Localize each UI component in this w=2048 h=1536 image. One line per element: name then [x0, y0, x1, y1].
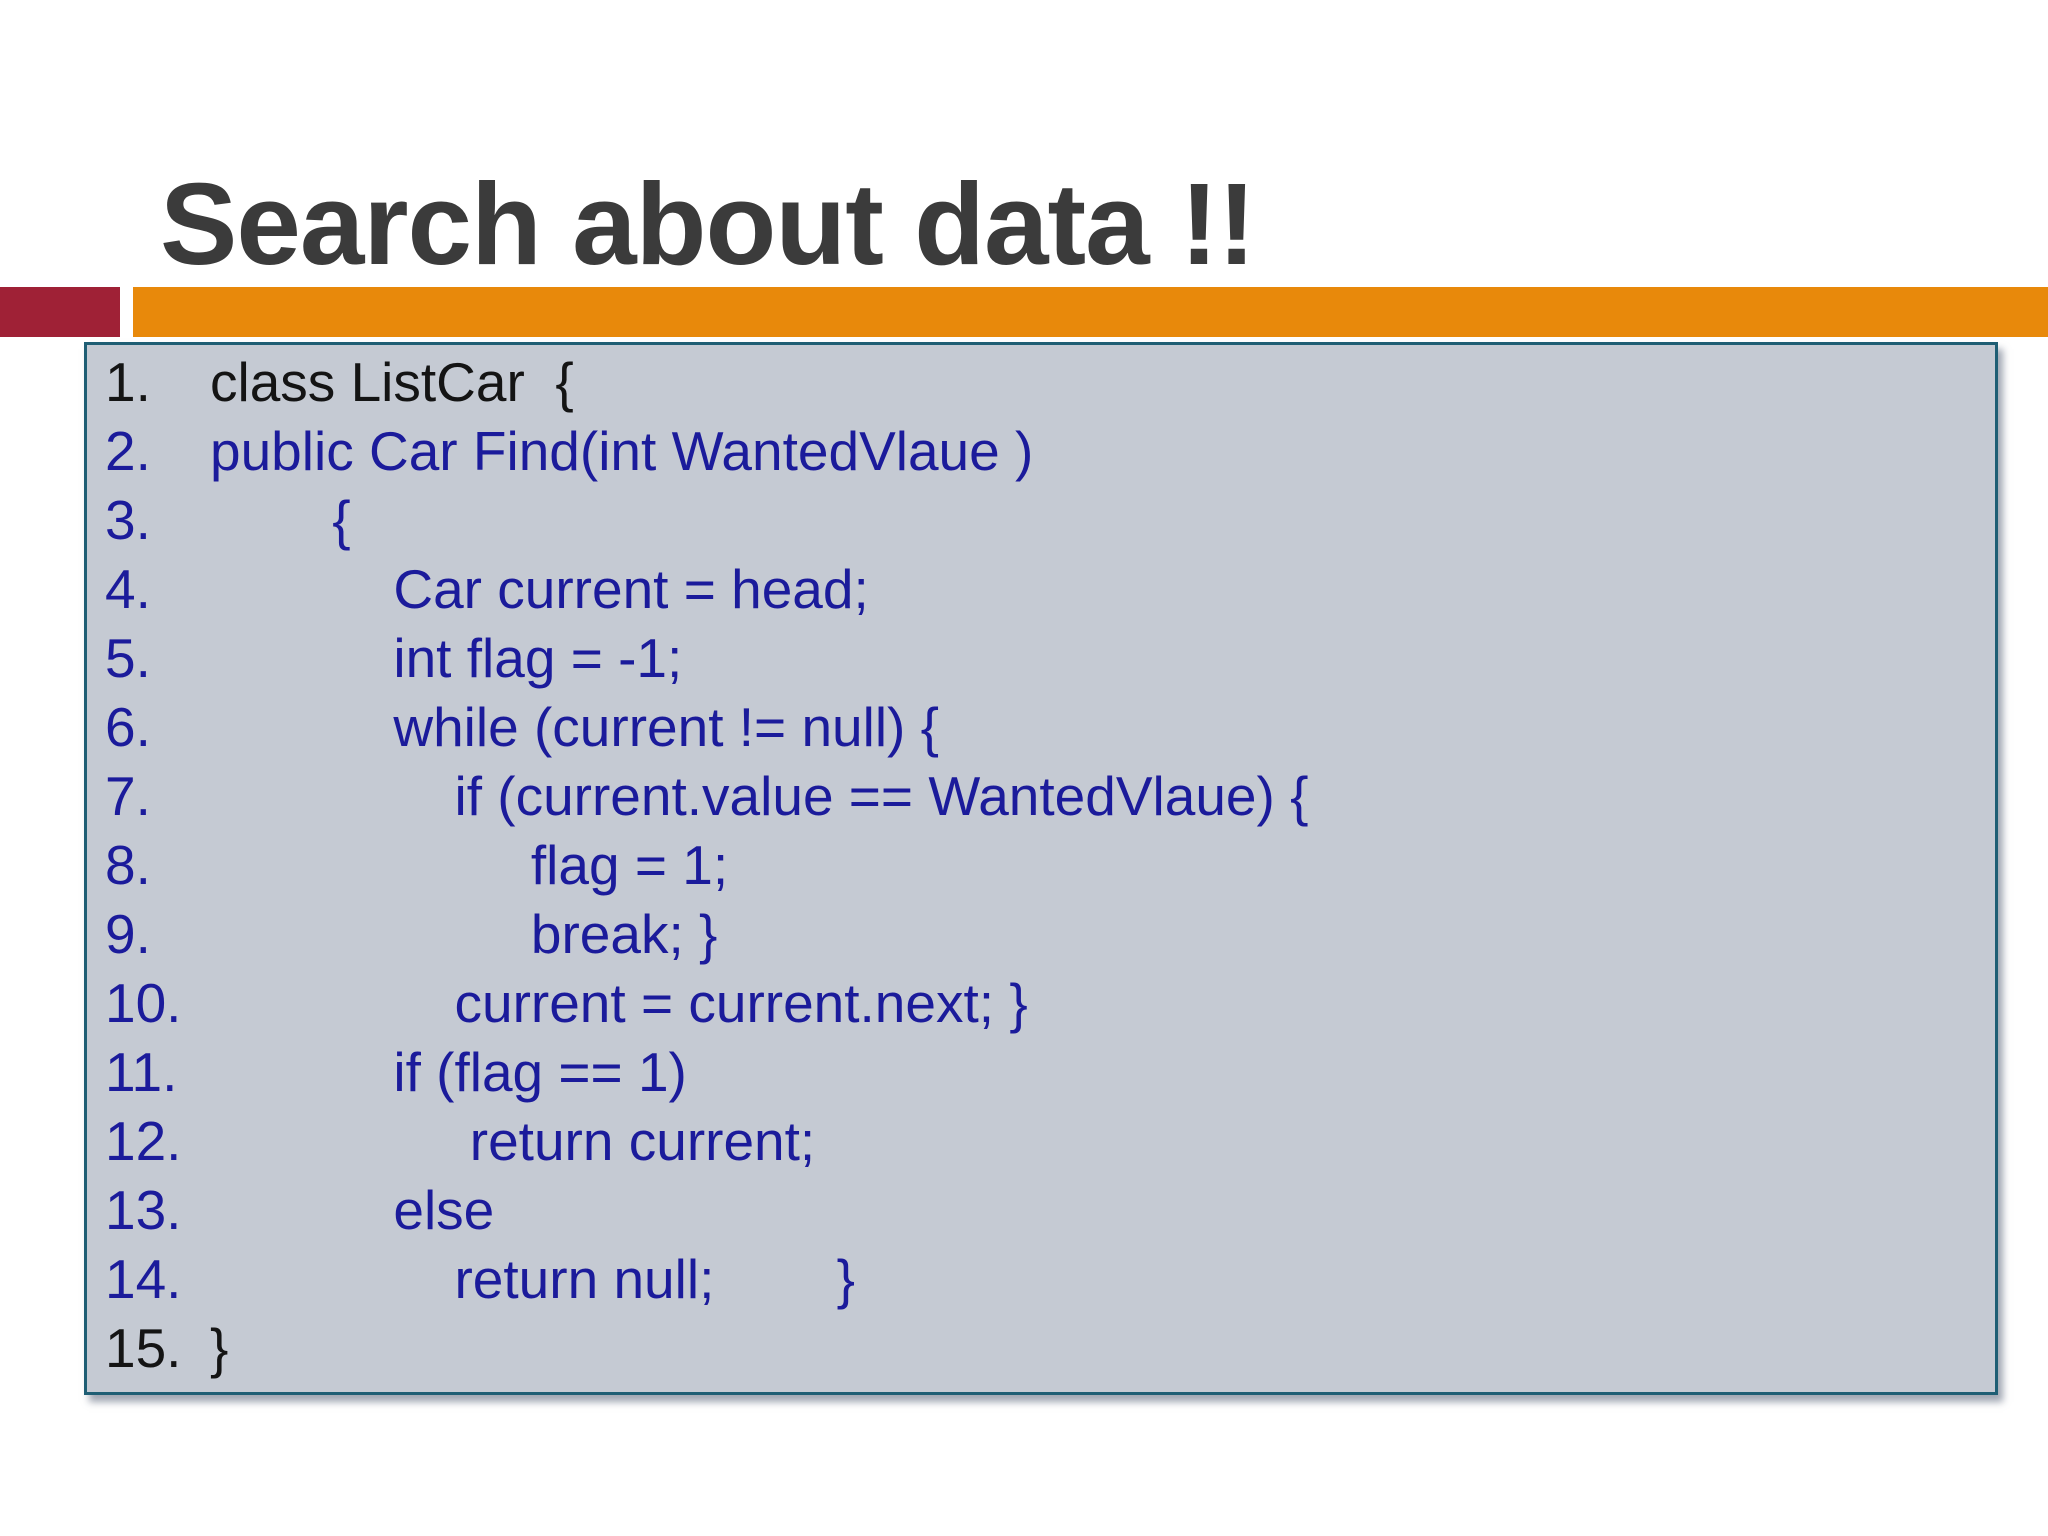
- line-number: 14.: [105, 1248, 182, 1310]
- code-line: 6. while (current != null) {: [105, 693, 1995, 762]
- code-line: 4. Car current = head;: [105, 555, 1995, 624]
- line-number: 11.: [105, 1041, 178, 1103]
- code-text: if (current.value == WantedVlaue) {: [210, 765, 1309, 827]
- line-number: 15.: [105, 1317, 182, 1379]
- code-text: else: [210, 1179, 495, 1241]
- accent-bar-orange: [133, 287, 2048, 337]
- code-text: current = current.next; }: [210, 972, 1028, 1034]
- code-line: 14. return null; }: [105, 1245, 1995, 1314]
- code-text: return current;: [210, 1110, 816, 1172]
- code-line: 3. {: [105, 486, 1995, 555]
- line-number: 1.: [105, 351, 151, 413]
- code-text: if (flag == 1): [210, 1041, 687, 1103]
- code-line: 10. current = current.next; }: [105, 969, 1995, 1038]
- line-number: 8.: [105, 834, 151, 896]
- code-text: {: [210, 489, 351, 551]
- code-line: 7. if (current.value == WantedVlaue) {: [105, 762, 1995, 831]
- code-text: flag = 1;: [210, 834, 729, 896]
- line-number: 5.: [105, 627, 151, 689]
- code-text: break; }: [210, 903, 718, 965]
- code-line: 15. }: [105, 1314, 1995, 1383]
- line-number: 12.: [105, 1110, 182, 1172]
- line-number: 3.: [105, 489, 151, 551]
- code-text: int flag = -1;: [210, 627, 683, 689]
- line-number: 7.: [105, 765, 151, 827]
- slide-title: Search about data !!: [160, 158, 1256, 289]
- accent-bar-crimson: [0, 287, 120, 337]
- code-text: Car current = head;: [210, 558, 869, 620]
- line-number: 10.: [105, 972, 182, 1034]
- code-text: while (current != null) {: [210, 696, 940, 758]
- code-line: 5. int flag = -1;: [105, 624, 1995, 693]
- code-line: 8. flag = 1;: [105, 831, 1995, 900]
- code-line: 2. public Car Find(int WantedVlaue ): [105, 417, 1995, 486]
- code-line: 1. class ListCar {: [105, 348, 1995, 417]
- code-line: 9. break; }: [105, 900, 1995, 969]
- code-text: }: [210, 1317, 229, 1379]
- line-number: 2.: [105, 420, 151, 482]
- code-block: 1. class ListCar { 2. public Car Find(in…: [84, 342, 1998, 1395]
- line-number: 4.: [105, 558, 151, 620]
- line-number: 6.: [105, 696, 151, 758]
- code-text: public Car Find(int WantedVlaue ): [210, 420, 1034, 482]
- code-line: 11. if (flag == 1): [105, 1038, 1995, 1107]
- line-number: 13.: [105, 1179, 182, 1241]
- code-line: 13. else: [105, 1176, 1995, 1245]
- line-number: 9.: [105, 903, 151, 965]
- code-line: 12. return current;: [105, 1107, 1995, 1176]
- code-text: return null; }: [210, 1248, 855, 1310]
- code-text: class ListCar {: [210, 351, 574, 413]
